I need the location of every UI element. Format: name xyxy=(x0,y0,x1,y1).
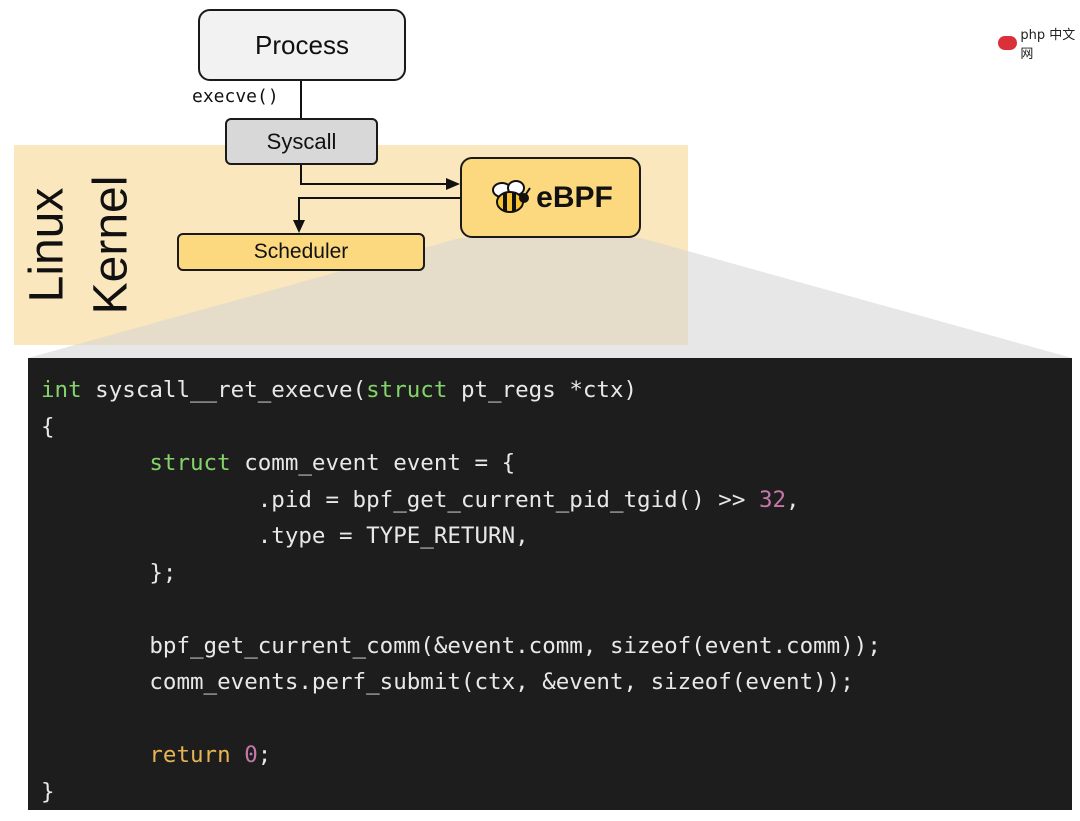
watermark: php 中文网 xyxy=(998,24,1080,62)
code-projection-wedge xyxy=(28,238,1072,358)
code-token: bpf_get_current_comm(&event.comm, sizeof… xyxy=(41,632,881,659)
code-token: struct xyxy=(366,377,448,403)
kernel-label-line2: Kernel xyxy=(84,175,137,315)
code-line-8: bpf_get_current_comm(&event.comm, sizeof… xyxy=(41,628,1072,665)
code-panel: int syscall__ret_execve(struct pt_regs *… xyxy=(28,358,1072,810)
syscall-to-ebpf-arrow xyxy=(300,165,448,185)
code-token xyxy=(41,450,149,476)
code-line-10: ​ xyxy=(41,701,1072,738)
scheduler-box: Scheduler xyxy=(177,233,425,271)
kernel-label-line1: Linux xyxy=(20,187,73,303)
code-token: syscall__ret_execve( xyxy=(81,377,367,403)
process-box: Process xyxy=(198,9,406,81)
code-token: 32 xyxy=(758,486,787,513)
code-block: int syscall__ret_execve(struct pt_regs *… xyxy=(41,372,1072,810)
ebpf-box: eBPF xyxy=(460,157,641,238)
code-token: .pid = bpf_get_current_pid_tgid() >> xyxy=(41,486,759,513)
scheduler-label: Scheduler xyxy=(253,240,349,263)
ebpf-label: eBPF xyxy=(536,180,613,214)
code-line-9: comm_events.perf_submit(ctx, &event, siz… xyxy=(41,664,1072,701)
code-token: 0 xyxy=(244,742,258,768)
code-line-1: int syscall__ret_execve(struct pt_regs *… xyxy=(41,372,1072,409)
execve-label: execve() xyxy=(192,86,279,107)
code-line-5: .type = TYPE_RETURN, xyxy=(41,518,1072,555)
code-token: int xyxy=(41,377,82,403)
watermark-logo-icon xyxy=(998,36,1018,50)
code-line-2: { xyxy=(41,409,1072,446)
syscall-label: Syscall xyxy=(266,128,337,154)
code-token: struct xyxy=(149,450,231,476)
code-line-4: .pid = bpf_get_current_pid_tgid() >> 32, xyxy=(41,482,1072,519)
code-token: } xyxy=(41,778,55,805)
code-line-7: ​ xyxy=(41,591,1072,628)
code-line-3: struct comm_event event = { xyxy=(41,445,1072,482)
ebpf-to-scheduler-arrowhead xyxy=(293,220,305,233)
kernel-label: Linux Kernel xyxy=(14,145,144,345)
ebpf-to-scheduler-arrow xyxy=(298,197,460,222)
watermark-text: php 中文网 xyxy=(1020,28,1076,62)
code-token: , xyxy=(786,486,800,513)
code-token: pt_regs *ctx) xyxy=(447,377,638,403)
code-token: comm_events.perf_submit(ctx, &event, siz… xyxy=(41,669,854,695)
code-token: return xyxy=(149,742,231,768)
process-label: Process xyxy=(255,29,349,60)
code-token: }; xyxy=(41,559,177,586)
code-token xyxy=(231,742,245,768)
code-line-6: }; xyxy=(41,555,1072,592)
bee-icon xyxy=(492,179,531,213)
code-line-11: return 0; xyxy=(41,737,1072,774)
code-token: { xyxy=(41,413,55,440)
code-token: .type = TYPE_RETURN, xyxy=(41,523,529,549)
code-line-12: } xyxy=(41,774,1072,811)
syscall-box: Syscall xyxy=(225,118,378,165)
code-token: comm_event event = { xyxy=(230,450,516,476)
code-token: ; xyxy=(257,742,272,768)
syscall-to-ebpf-arrowhead xyxy=(446,178,460,190)
code-token xyxy=(41,742,149,768)
